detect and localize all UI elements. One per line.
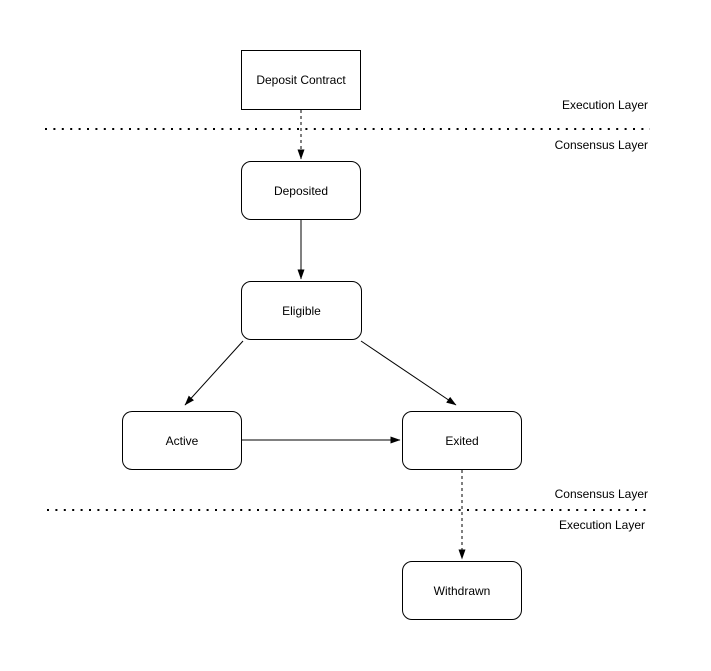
node-active-label: Active (165, 433, 199, 448)
node-eligible: Eligible (241, 281, 362, 340)
node-deposited: Deposited (241, 161, 361, 220)
label-top-execution-layer: Execution Layer (561, 98, 648, 112)
edge-eligible-to-active (184, 340, 244, 406)
node-eligible-label: Eligible (282, 303, 321, 318)
node-withdrawn: Withdrawn (402, 561, 522, 620)
node-active: Active (122, 411, 242, 470)
label-bottom-consensus-layer: Consensus Layer (554, 487, 648, 501)
node-exited-label: Exited (445, 433, 479, 448)
label-top-consensus-layer: Consensus Layer (554, 138, 648, 152)
label-bottom-execution-layer: Execution Layer (558, 518, 645, 532)
node-withdrawn-label: Withdrawn (433, 583, 491, 598)
node-deposited-label: Deposited (273, 183, 329, 198)
edge-eligible-to-exited (360, 340, 457, 406)
node-deposit-contract: Deposit Contract (241, 50, 361, 110)
node-deposit-contract-label: Deposit Contract (256, 73, 346, 87)
node-exited: Exited (402, 411, 522, 470)
